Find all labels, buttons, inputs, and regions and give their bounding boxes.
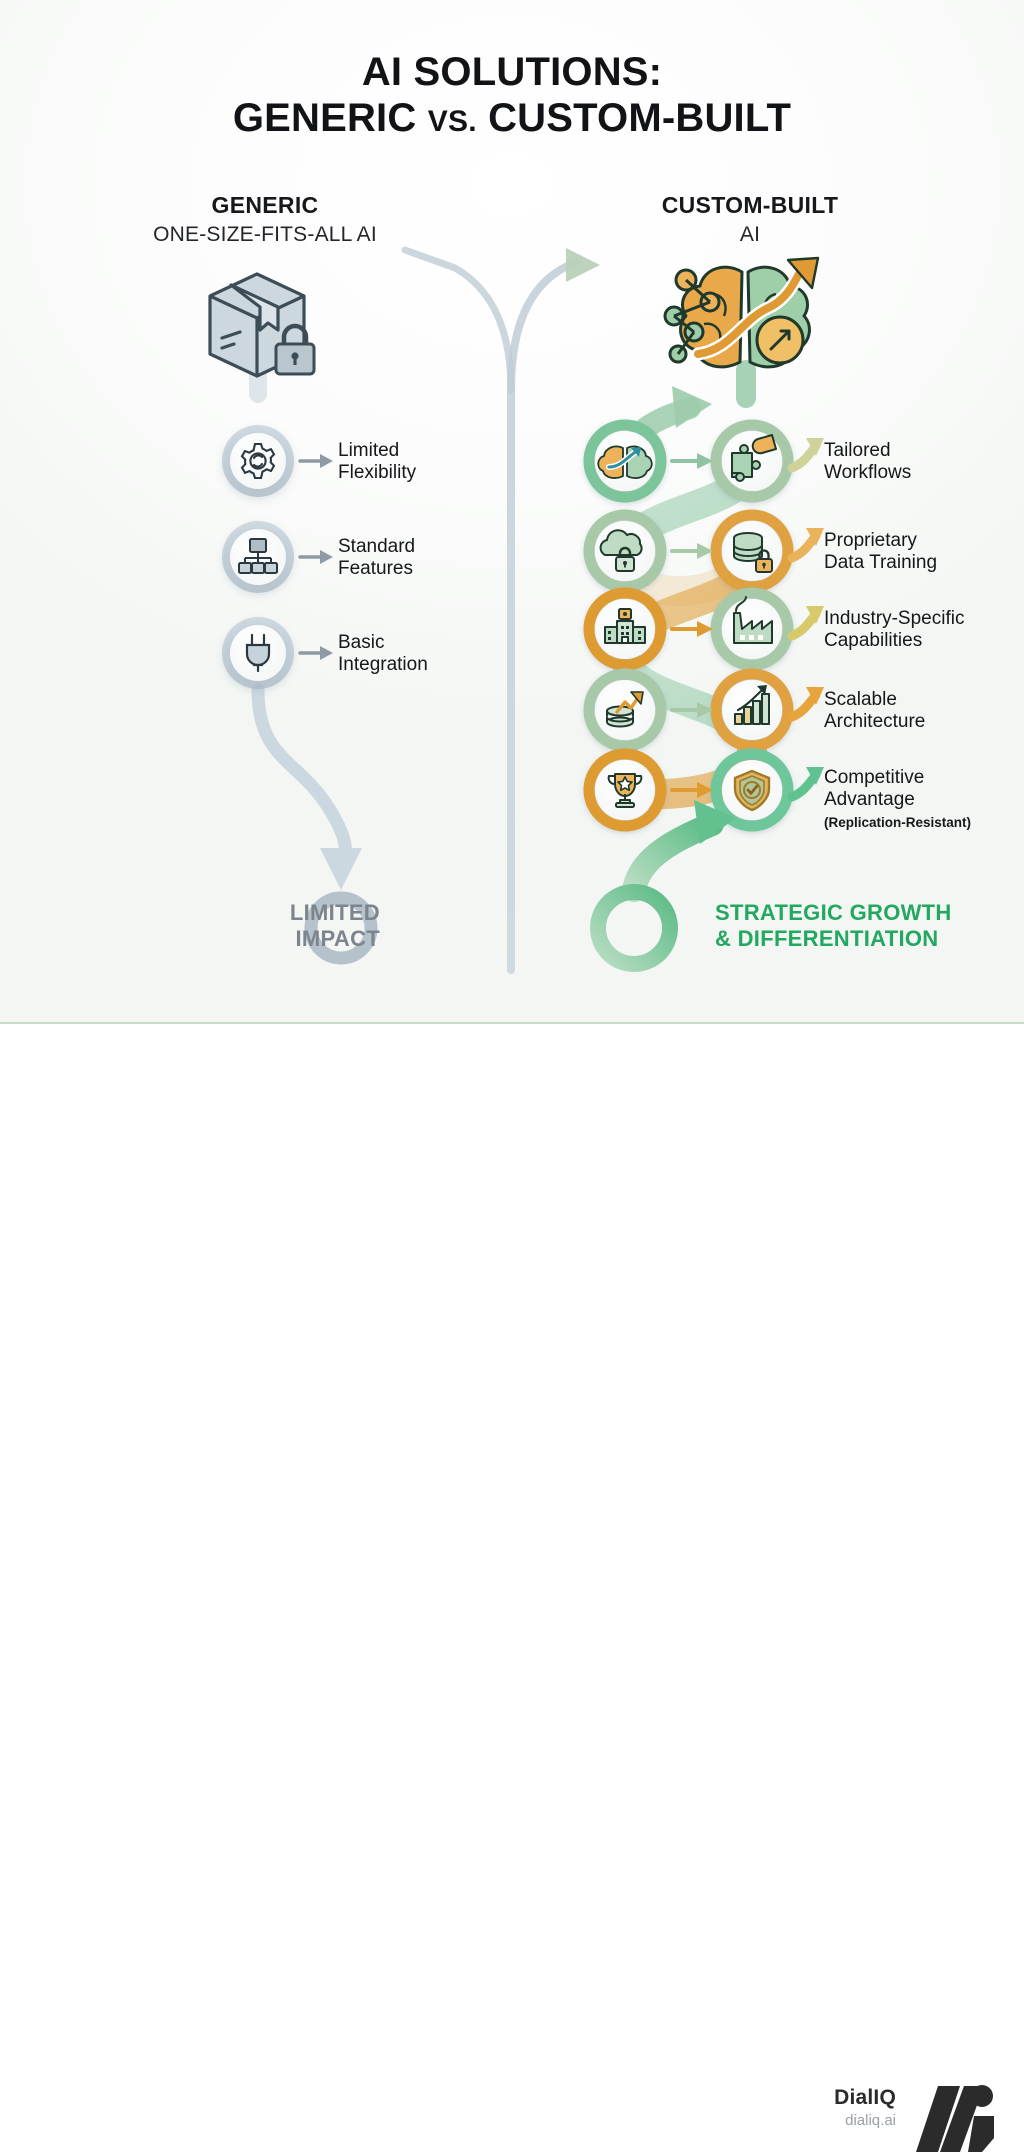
column-heading-generic: GENERIC ONE-SIZE-FITS-ALL AI — [105, 192, 425, 247]
custom-subheading: AI — [739, 223, 761, 246]
growth-arrow-bottom — [590, 800, 736, 972]
database-lock-icon — [733, 532, 773, 573]
trophy-icon — [607, 773, 643, 808]
ai-brain-growth-arrow-icon — [663, 256, 820, 408]
bar-chart-icon — [734, 685, 770, 725]
competitive-advantage-sub: (Replication-Resistant) — [824, 815, 972, 830]
title-generic-word: GENERIC — [232, 96, 428, 140]
puzzle-piece-icon — [731, 434, 777, 482]
factory-icon — [733, 596, 773, 644]
outward-arrows — [787, 441, 821, 802]
title-custom-word: CUSTOM-BUILT — [476, 96, 792, 140]
label-industry-specific-capabilities: Industry-Specific Capabilities — [824, 608, 965, 651]
brain-growth-icon — [597, 445, 653, 479]
graphics-layer — [208, 246, 824, 974]
office-building-icon — [604, 608, 646, 644]
label-scalable-architecture: Scalable Architecture — [824, 689, 926, 732]
power-plug-icon — [245, 633, 271, 673]
padlock-icon — [274, 323, 316, 376]
org-chart-icon — [238, 538, 278, 574]
inner-arrows — [670, 459, 702, 792]
page-title-line1: AI SOLUTIONS: — [361, 50, 663, 94]
brand-name: DialIQ — [834, 2086, 896, 2109]
footer-divider — [0, 1022, 1024, 1025]
column-heading-custom: CUSTOM-BUILT AI — [590, 192, 910, 247]
down-arrowhead — [320, 848, 362, 890]
cloud-lock-icon — [599, 529, 643, 572]
brand-block: DialIQ dialiq.ai — [834, 2086, 896, 2129]
custom-heading: CUSTOM-BUILT — [661, 192, 839, 218]
node-limited-flexibility[interactable] — [222, 425, 294, 497]
label-standard-features: Standard Features — [338, 536, 416, 579]
page-title-line2: GENERIC VS. CUSTOM-BUILT — [0, 96, 1024, 141]
outcome-limited-impact: LIMITED IMPACT — [289, 900, 380, 951]
generic-subheading: ONE-SIZE-FITS-ALL AI — [153, 223, 377, 246]
center-divider — [401, 246, 600, 974]
brand-url: dialiq.ai — [845, 2112, 896, 2129]
dialiq-logo-icon — [916, 2085, 994, 2152]
locked-box-icon — [208, 272, 316, 403]
label-tailored-workflows: Tailored Workflows — [824, 440, 912, 483]
footer: DialIQ dialiq.ai — [0, 1024, 1024, 2152]
outward-arrowheads — [806, 438, 824, 785]
outcome-strategic-growth: STRATEGIC GROWTH & DIFFERENTIATION — [715, 900, 952, 951]
branch-arrowhead — [566, 248, 600, 282]
coins-growth-icon — [606, 691, 644, 728]
inner-arrowheads — [697, 453, 713, 798]
label-limited-flexibility: Limited Flexibility — [338, 440, 417, 483]
generic-heading: GENERIC — [211, 192, 319, 218]
shield-check-icon — [733, 769, 771, 812]
title-vs-word: VS. — [427, 105, 477, 138]
label-proprietary-data-training: Proprietary Data Training — [824, 530, 938, 573]
outcome-ring-limited-impact — [304, 891, 378, 965]
competitive-advantage-main: Competitive Advantage — [824, 767, 925, 810]
label-basic-integration: Basic Integration — [338, 632, 428, 675]
label-competitive-advantage: Competitive Advantage (Replication-Resist… — [824, 767, 971, 834]
gear-settings-icon — [240, 442, 276, 480]
